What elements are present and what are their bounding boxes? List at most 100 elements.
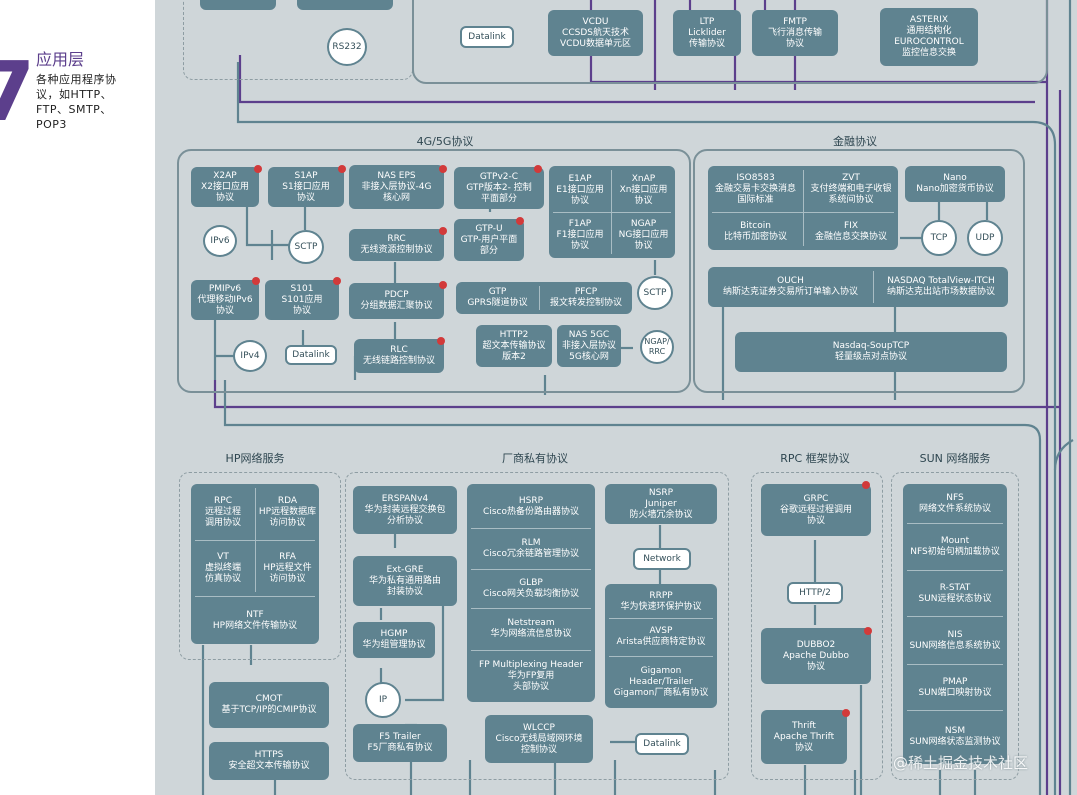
rrpp-avsp-gigamon-box[interactable] [605, 584, 717, 708]
top-datalink-node[interactable]: Datalink [460, 26, 514, 48]
top-box-1[interactable] [200, 0, 276, 10]
network-node[interactable]: Network [633, 548, 691, 570]
rs232-node[interactable]: RS232 [327, 28, 367, 66]
udp-node[interactable]: UDP [967, 220, 1003, 256]
sun-divider-3 [907, 616, 1003, 617]
rlc-marker [437, 337, 445, 345]
tcp-node[interactable]: TCP [921, 220, 957, 256]
rrpp-divider-1 [609, 618, 713, 619]
gtp-pfcp-box[interactable] [456, 282, 632, 314]
datalink-node-4g[interactable]: Datalink [285, 345, 337, 365]
ip-node[interactable]: IP [365, 682, 401, 718]
thrift-marker [842, 709, 850, 717]
hp-divider-h2 [195, 596, 315, 597]
http2-node[interactable]: HTTP/2 [787, 582, 843, 604]
grpc-marker [862, 481, 870, 489]
rrc-marker [439, 227, 447, 235]
group-label-vendor: 厂商私有协议 [502, 452, 568, 465]
connection-wires [201, 0, 1074, 795]
group-label-4g5g: 4G/5G协议 [416, 135, 474, 148]
group-rpc [751, 472, 883, 780]
ngap-rrc-node[interactable]: NGAP/RRC [640, 330, 674, 364]
sun-services-box[interactable] [903, 484, 1007, 764]
s101-marker [333, 277, 341, 285]
e1-grid-divider-h [553, 212, 671, 213]
ipv6-node[interactable]: IPv6 [203, 225, 237, 257]
ouch-itch-box[interactable] [708, 267, 1008, 307]
ipv4-node[interactable]: IPv4 [233, 340, 267, 372]
top-box-2[interactable] [297, 0, 393, 10]
ouch-divider [873, 271, 874, 303]
group-sun [891, 472, 1019, 780]
datalink-node-vendor[interactable]: Datalink [635, 733, 689, 755]
sctp-node-1[interactable]: SCTP [288, 230, 324, 264]
group-4g5g [177, 149, 691, 393]
cisco-huawei-stack-box[interactable] [467, 484, 595, 702]
sun-divider-4 [907, 664, 1003, 665]
sctp-node-2[interactable]: SCTP [637, 276, 673, 310]
group-top-right [412, 0, 1048, 84]
finance-grid-divider-v [803, 170, 804, 246]
